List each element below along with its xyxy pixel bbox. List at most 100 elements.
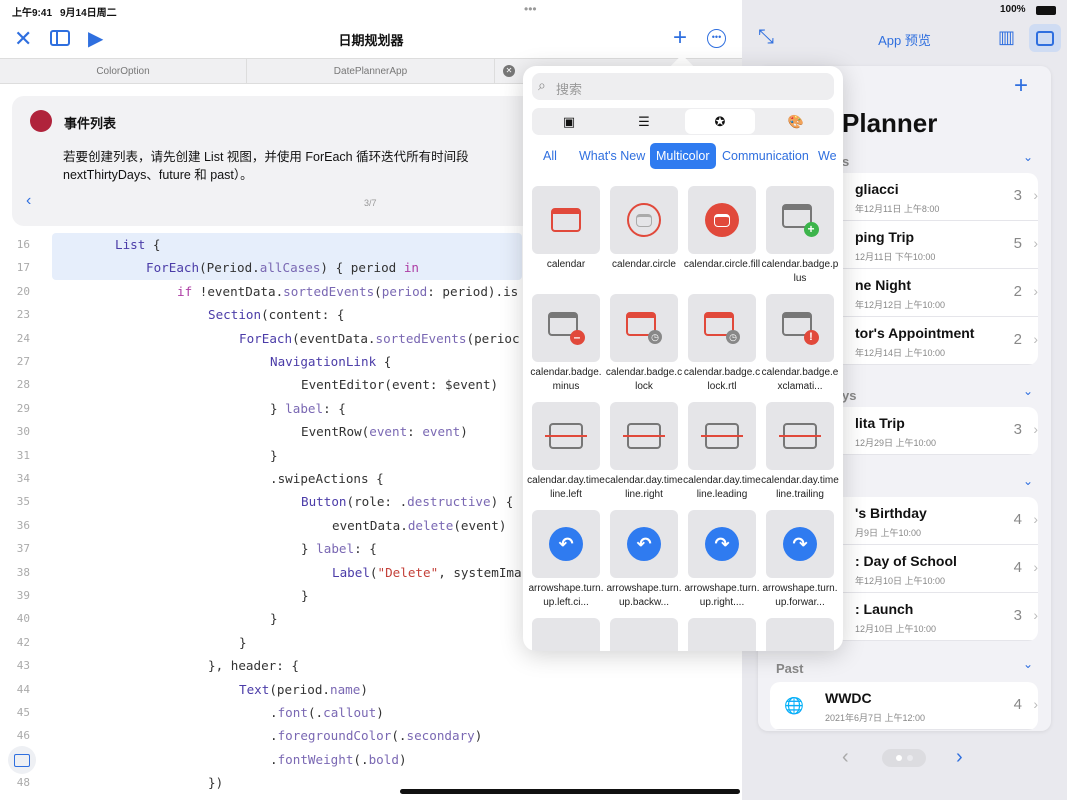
code-line[interactable]: .fontWeight(.bold) (0, 748, 520, 771)
symbol-tile[interactable]: ↶ (532, 510, 600, 578)
symbol-tile[interactable] (610, 402, 678, 470)
chevron-right-icon: › (1033, 696, 1038, 712)
symbol-tile[interactable]: ◷ (610, 294, 678, 362)
symbol-tile[interactable] (688, 618, 756, 651)
symbol-tile[interactable]: ↷ (766, 510, 834, 578)
tab-views[interactable]: ▣ (534, 109, 604, 134)
more-icon[interactable]: ••• (707, 29, 726, 48)
palette-icon: 🎨 (787, 113, 805, 129)
symbol-tile[interactable]: – (532, 294, 600, 362)
symbol-tile[interactable] (766, 402, 834, 470)
code-line[interactable]: 42} (0, 631, 520, 654)
search-field[interactable]: ⌕ 搜索 (532, 73, 834, 100)
symbol-tile[interactable] (766, 618, 834, 651)
code-token: } (270, 447, 278, 463)
line-number: 48 (16, 776, 30, 790)
window-toggle-button[interactable] (1029, 24, 1061, 52)
next-page-icon[interactable]: › (956, 746, 963, 768)
symbol-tile[interactable] (532, 618, 600, 651)
chevron-right-icon: › (1033, 187, 1038, 203)
symbol-tile[interactable] (532, 186, 600, 254)
category-what-s-new[interactable]: What's New (579, 149, 646, 163)
code-line[interactable]: 48}) (0, 771, 520, 794)
tab-colors[interactable]: 🎨 (761, 109, 831, 134)
category-all[interactable]: All (543, 149, 557, 163)
symbol-tile[interactable]: ! (766, 294, 834, 362)
collapse-chevron-icon[interactable]: ⌄ (1022, 384, 1033, 398)
code-token: ) (360, 681, 368, 697)
code-line[interactable]: 31} (0, 444, 520, 467)
symbol-tile[interactable] (610, 618, 678, 651)
document-outline-button[interactable] (8, 746, 36, 774)
code-token: : { (354, 541, 377, 557)
collapse-chevron-icon[interactable]: ⌄ (1022, 657, 1033, 671)
code-line[interactable]: 45.font(.callout) (0, 701, 520, 724)
section-header: Past (776, 661, 804, 676)
tab-dateplannerapp[interactable]: DatePlannerApp (247, 59, 495, 83)
code-line[interactable]: 34.swipeActions { (0, 467, 520, 490)
collapse-chevron-icon[interactable]: ⌄ (1022, 150, 1033, 164)
sidebar-toggle-icon[interactable] (50, 30, 70, 46)
category-we[interactable]: We (818, 149, 837, 163)
symbol-tile[interactable]: + (766, 186, 834, 254)
guide-prev-button[interactable]: ‹ (26, 192, 32, 209)
symbol-tile[interactable] (610, 186, 678, 254)
symbol-tile[interactable]: ↶ (610, 510, 678, 578)
event-title: lita Trip (855, 415, 905, 431)
code-line[interactable]: 46.foregroundColor(.secondary) (0, 724, 520, 747)
close-icon[interactable]: ✕ (14, 26, 33, 51)
collapse-chevron-icon[interactable]: ⌄ (1022, 474, 1033, 488)
event-title: tor's Appointment (855, 325, 975, 341)
code-line[interactable]: 29} label: { (0, 397, 520, 420)
add-event-icon[interactable]: + (1014, 72, 1029, 99)
symbol-tile[interactable]: ◷ (688, 294, 756, 362)
symbol-tile[interactable] (688, 186, 756, 254)
code-line[interactable]: 37} label: { (0, 537, 520, 560)
tab-symbols[interactable]: ✪ (685, 109, 755, 134)
category-multicolor[interactable]: Multicolor (650, 143, 716, 169)
symbol-tile[interactable]: ↷ (688, 510, 756, 578)
library-icon[interactable]: ▥ (998, 27, 1016, 47)
tab-close-button[interactable]: ✕ (495, 59, 525, 83)
code-line[interactable]: 40} (0, 607, 520, 630)
symbol-tile[interactable] (532, 402, 600, 470)
code-line[interactable]: 43}, header: { (0, 654, 520, 677)
expand-icon[interactable]: ⤡ (758, 26, 774, 48)
tab-coloroption[interactable]: ColorOption (0, 59, 247, 83)
close-circle-icon: ✕ (503, 65, 515, 77)
page-dots[interactable] (882, 749, 926, 767)
line-number: 28 (16, 378, 30, 392)
event-title: ne Night (855, 277, 911, 293)
code-line[interactable]: 39} (0, 584, 520, 607)
tab-modifiers[interactable]: ☰ (609, 109, 679, 134)
add-icon[interactable]: + (673, 24, 688, 51)
prev-page-icon[interactable]: ‹ (842, 746, 849, 768)
run-play-icon[interactable]: ▶ (88, 28, 104, 50)
code-token: sortedEvents (375, 330, 467, 346)
category-communication[interactable]: Communication (722, 149, 809, 163)
code-token: (. (391, 728, 407, 744)
multitasking-dots-icon[interactable]: ••• (524, 2, 537, 16)
symbol-tile[interactable] (688, 402, 756, 470)
